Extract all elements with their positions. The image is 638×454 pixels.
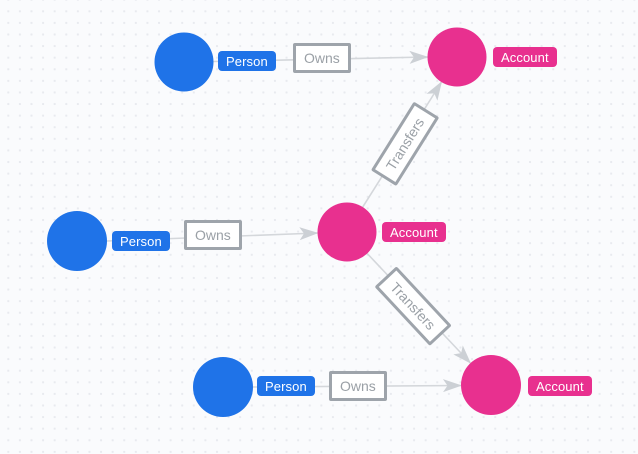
account-label-badge: Account bbox=[493, 47, 557, 67]
owns-edge-label[interactable]: Owns bbox=[293, 43, 351, 73]
account-node-middle[interactable] bbox=[317, 202, 377, 262]
person-label-badge: Person bbox=[112, 231, 170, 251]
owns-edge-label[interactable]: Owns bbox=[184, 220, 242, 250]
account-label-badge: Account bbox=[382, 222, 446, 242]
account-label-badge: Account bbox=[528, 376, 592, 396]
person-node-top[interactable] bbox=[154, 32, 214, 92]
person-label-badge: Person bbox=[218, 51, 276, 71]
person-node-bottom[interactable] bbox=[193, 357, 253, 417]
owns-edge-label[interactable]: Owns bbox=[329, 371, 387, 401]
account-node-bottom[interactable] bbox=[461, 355, 521, 415]
person-node-middle[interactable] bbox=[47, 211, 107, 271]
person-label-badge: Person bbox=[257, 376, 315, 396]
account-node-top[interactable] bbox=[427, 27, 487, 87]
